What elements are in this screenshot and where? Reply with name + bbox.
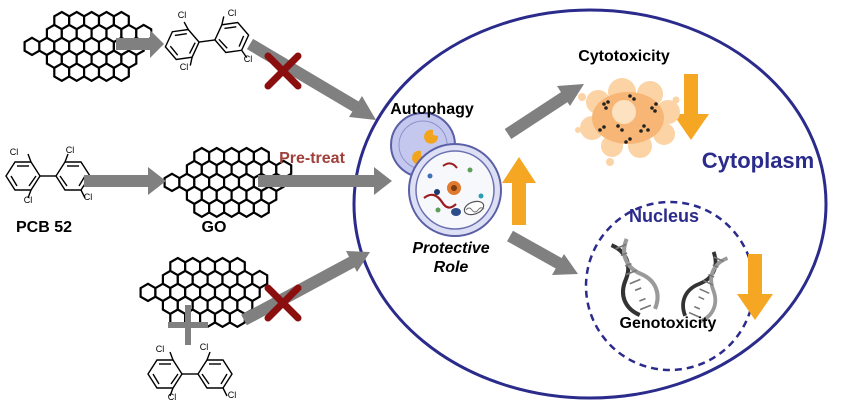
svg-text:Cl: Cl	[228, 8, 237, 18]
svg-text:Cl: Cl	[244, 54, 253, 64]
graphene-oxide-icon	[23, 10, 153, 83]
svg-text:Cl: Cl	[200, 342, 209, 352]
cytotoxicity-label: Cytotoxicity	[578, 48, 670, 65]
arrow-to-cytotoxicity	[504, 84, 584, 140]
svg-text:Cl: Cl	[228, 390, 237, 400]
svg-text:Cl: Cl	[66, 145, 75, 155]
down-arrow-icon	[673, 74, 709, 140]
nucleus-label: Nucleus	[629, 206, 699, 226]
svg-text:Cl: Cl	[168, 392, 177, 402]
svg-text:Cl: Cl	[10, 147, 19, 157]
genotoxicity-label: Genotoxicity	[620, 315, 717, 332]
cytoplasm-label: Cytoplasm	[702, 148, 814, 173]
arrow-pretreat-to-cell	[258, 167, 392, 195]
go-label: GO	[202, 219, 227, 236]
pcb52-molecule-icon: Cl Cl Cl Cl	[147, 342, 237, 402]
blocked-cross-icon	[264, 52, 302, 90]
arrow-go-to-pcb	[116, 30, 164, 58]
up-arrow-icon	[502, 157, 536, 225]
autolysosome-icon	[408, 143, 502, 237]
cell-membrane	[352, 8, 828, 400]
pcb52-molecule-icon: Cl Cl Cl Cl	[5, 145, 93, 205]
svg-text:Cl: Cl	[24, 195, 33, 205]
pcb52-label: PCB 52	[16, 219, 72, 236]
svg-text:Cl: Cl	[180, 62, 189, 72]
down-arrow-icon	[737, 254, 773, 320]
protective-role-label-line2: Role	[434, 259, 469, 276]
protective-role-label: Protective	[412, 240, 489, 257]
plus-icon	[168, 305, 208, 345]
graphene-oxide-icon	[139, 256, 269, 329]
pretreat-label: Pre-treat	[279, 150, 345, 167]
cytotoxicity-cell-icon	[575, 78, 680, 166]
arrow-pcb-to-go	[84, 167, 166, 195]
arrow-to-genotoxicity	[507, 230, 578, 275]
pcb52-molecule-icon: Cl Cl Cl Cl	[161, 8, 253, 72]
svg-text:Cl: Cl	[156, 344, 165, 354]
blocked-cross-icon	[264, 284, 302, 322]
svg-text:Cl: Cl	[84, 192, 93, 202]
autophagy-label: Autophagy	[390, 101, 474, 118]
svg-text:Cl: Cl	[178, 10, 187, 20]
